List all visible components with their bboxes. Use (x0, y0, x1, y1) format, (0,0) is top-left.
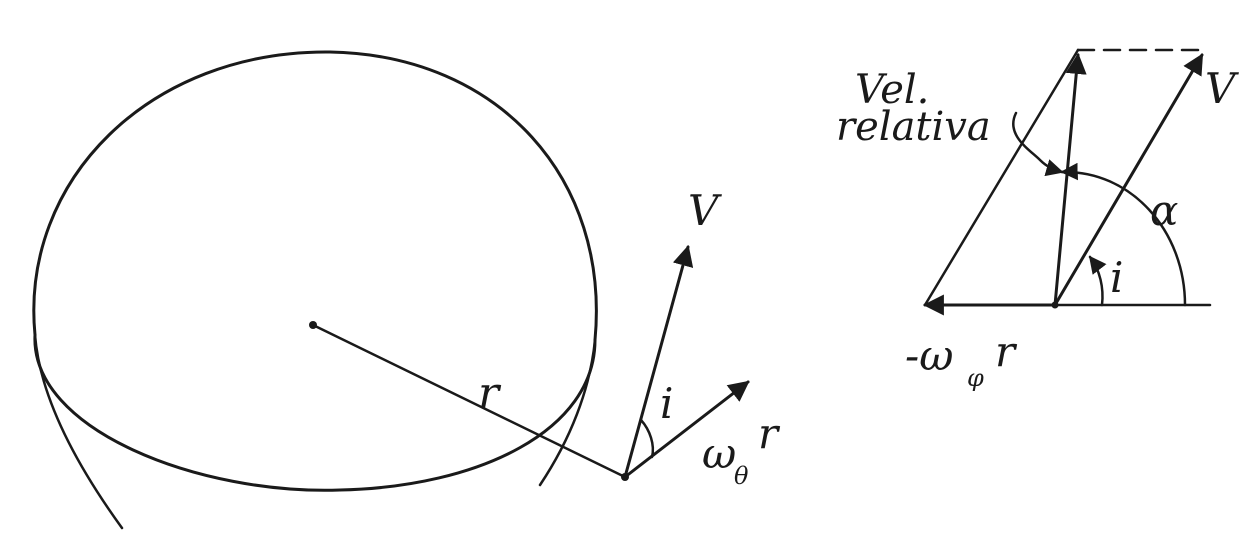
velocity-triangle-figure: Vel. relativa V α i -ω φ r (836, 48, 1239, 392)
relative-velocity-pointer (1012, 111, 1064, 177)
velocity-vector (623, 244, 694, 479)
body-lower-right-curve (538, 338, 597, 487)
angle-alpha-label: α (1150, 186, 1178, 235)
absolute-velocity-vector (1053, 53, 1204, 307)
vector-origin-point (621, 473, 629, 481)
negative-tangential-subscript: φ (967, 364, 984, 392)
angle-i-arc (639, 418, 655, 459)
equator-ellipse (33, 333, 597, 492)
negative-tangential-r-label: r (995, 327, 1018, 376)
angle-alpha-arc (1060, 162, 1187, 307)
velocity-label: V (688, 186, 722, 235)
negative-tangential-label: -ω (905, 331, 953, 380)
angle-i-arc (1088, 255, 1107, 307)
relative-velocity-label-line1: Vel. (855, 67, 929, 113)
tangential-velocity-r-label: r (758, 409, 781, 458)
tangential-velocity-vector (623, 380, 750, 479)
angle-i-label: i (660, 379, 673, 428)
absolute-velocity-label: V (1205, 64, 1239, 113)
relative-velocity-label-line2: relativa (836, 104, 991, 150)
body-lower-left-curve (33, 333, 124, 530)
tangential-velocity-label: ω (702, 429, 736, 478)
triangle-origin-point (1051, 301, 1059, 309)
radius-line (311, 323, 627, 479)
relative-velocity-vector (1053, 52, 1087, 307)
radius-label: r (478, 368, 502, 419)
tangential-velocity-subscript: θ (734, 462, 749, 490)
hemisphere-dome (32, 50, 598, 342)
parallelogram-left-side (923, 48, 1080, 307)
angle-i-label: i (1110, 253, 1123, 302)
rotating-body-figure: r V i ω θ r (32, 50, 781, 530)
